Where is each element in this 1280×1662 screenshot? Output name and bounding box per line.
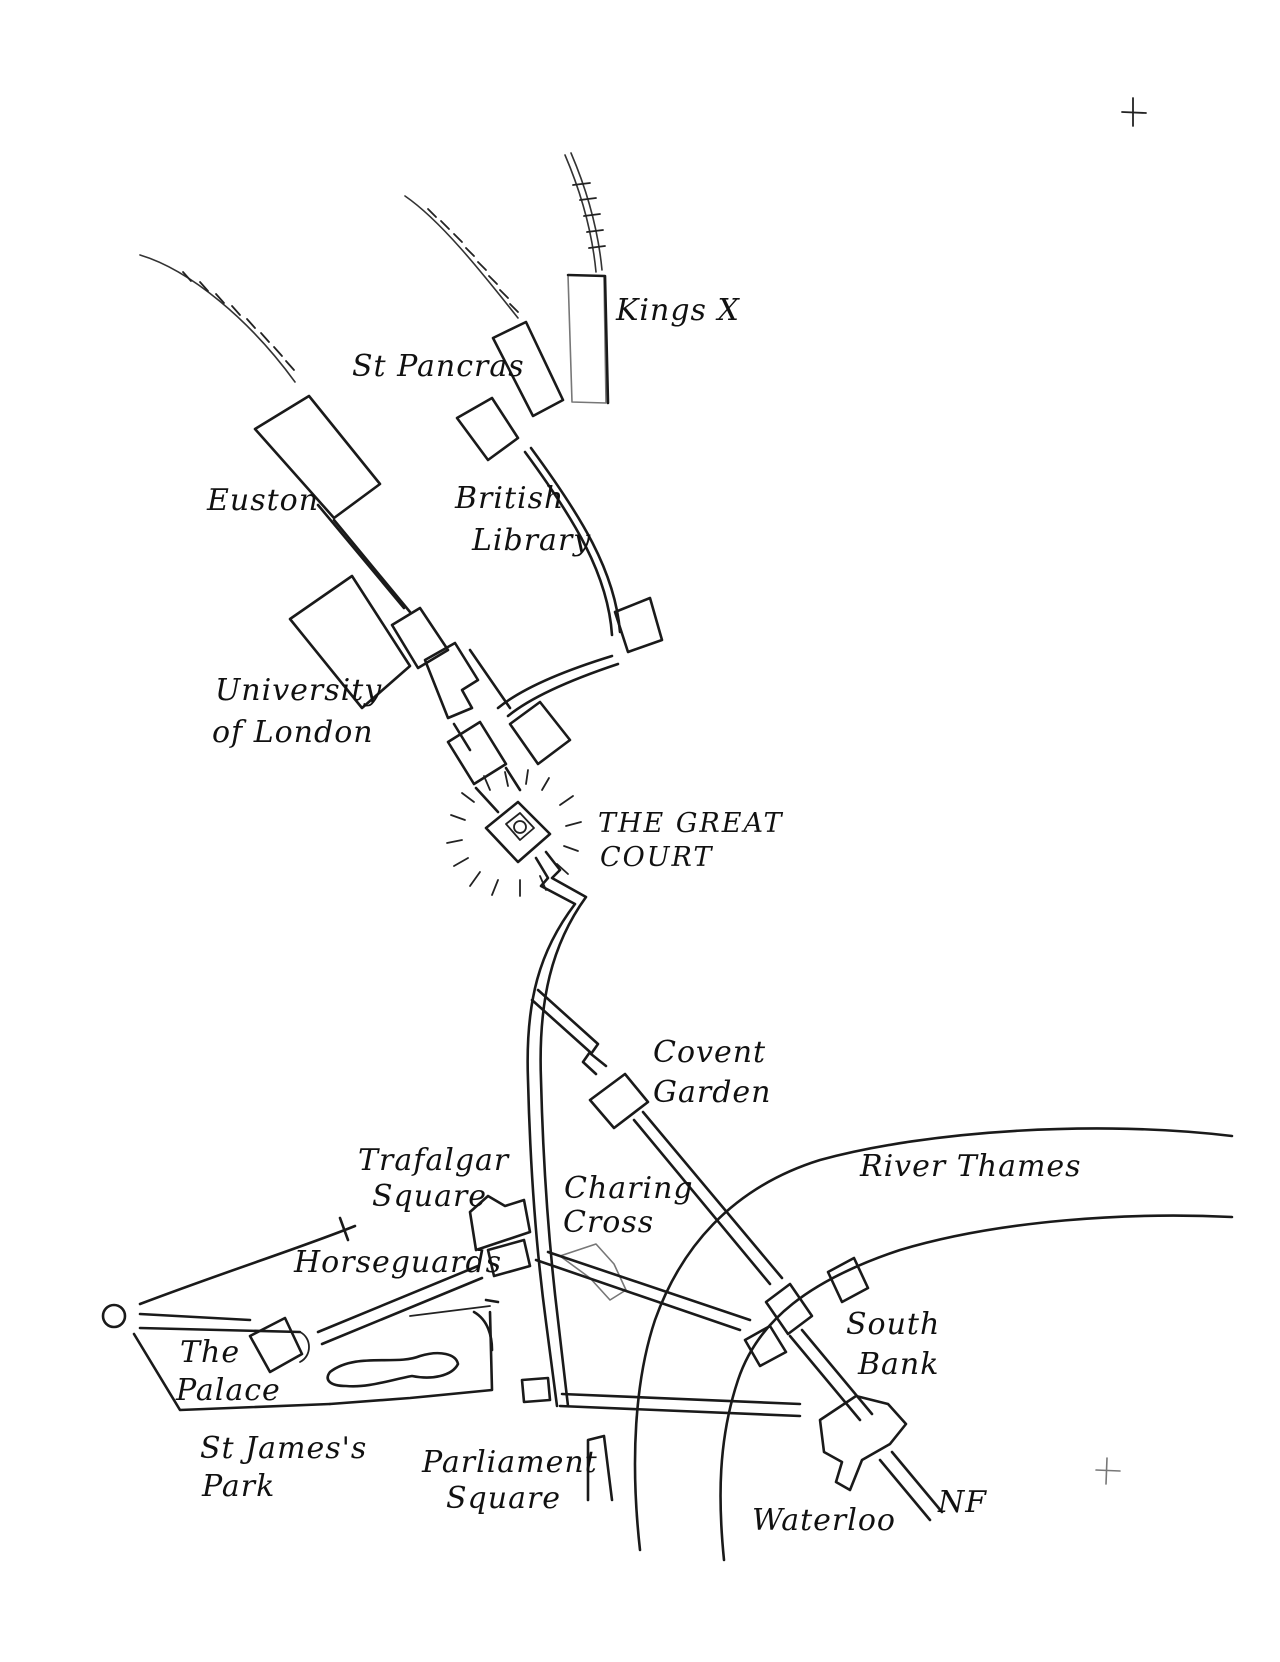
road-to-museum-2 (506, 662, 620, 718)
label-great-court-1: THE GREAT (598, 808, 783, 839)
museum-block-left (446, 720, 508, 786)
registration-mark-bottom (1095, 1457, 1121, 1485)
road-covent-garden-2 (536, 988, 608, 1068)
road-to-museum (496, 654, 614, 710)
university-block-main (288, 574, 412, 710)
label-covent-garden-2: Garden (653, 1075, 771, 1110)
road-kingsway (526, 856, 577, 1408)
label-st-james-1: St James's (200, 1431, 367, 1466)
railway-st-pancras (404, 195, 519, 319)
road-covent-garden (530, 998, 598, 1076)
road-euston (316, 503, 406, 610)
label-south-bank-1: South (846, 1307, 940, 1342)
university-block-2 (390, 606, 450, 670)
trafalgar-square-building (468, 1194, 532, 1252)
label-covent-garden-1: Covent (653, 1035, 766, 1070)
railway-waterloo-2 (890, 1450, 944, 1514)
charing-cross-rail-2 (546, 1250, 752, 1322)
museum-link (474, 766, 522, 814)
label-kings-x: Kings X (615, 293, 740, 328)
label-palace-1: The (180, 1335, 240, 1370)
label-palace-2: Palace (175, 1373, 281, 1408)
south-bank-building-2 (743, 1324, 788, 1368)
label-british-library-2: Library (471, 523, 591, 558)
signature: NF (937, 1485, 987, 1520)
south-bank-building-3 (826, 1256, 870, 1304)
label-british-library-1: British (454, 481, 564, 516)
road-british-library (523, 450, 614, 637)
british-library-annex (613, 596, 664, 654)
road-euston-2 (332, 518, 412, 614)
road-mall (138, 1224, 357, 1306)
waterloo-station (818, 1394, 908, 1492)
great-court-rays (446, 769, 582, 897)
university-block-4 (452, 648, 512, 752)
registration-mark-top (1121, 97, 1147, 127)
road-horseguards-2 (320, 1276, 484, 1346)
label-parliament-1: Parliament (421, 1445, 598, 1480)
parliament-buildings (586, 1434, 614, 1502)
road-horseguards (316, 1264, 480, 1334)
label-st-james-2: Park (201, 1469, 275, 1504)
british-library-building (455, 396, 520, 462)
label-euston: Euston (206, 483, 319, 518)
road-covent-to-southbank (632, 1118, 772, 1286)
st-james-park (101, 1303, 494, 1412)
charing-cross-rail-1 (534, 1258, 742, 1332)
label-st-pancras: St Pancras (352, 349, 525, 384)
st-pancras-building (491, 320, 565, 418)
covent-garden-building (588, 1072, 650, 1130)
road-mall-2 (338, 1216, 350, 1242)
label-trafalgar-2: Square (372, 1179, 487, 1214)
kings-cross-building-outline (566, 273, 610, 405)
label-university-2: of London (212, 715, 374, 750)
museum-block-right (508, 700, 572, 766)
university-block-3 (423, 641, 480, 720)
label-charing-cross-2: Cross (563, 1205, 654, 1240)
parliament-square-building (520, 1376, 552, 1404)
road-covent-to-southbank-2 (641, 1110, 784, 1280)
great-court (484, 800, 552, 864)
road-south-bank (788, 1334, 862, 1422)
road-south-bank-2 (800, 1328, 874, 1416)
road-westminster-bridge-2 (560, 1392, 802, 1406)
label-horseguards: Horseguards (293, 1245, 502, 1280)
river-thames-south-bank (719, 1214, 1234, 1562)
label-south-bank-2: Bank (857, 1347, 939, 1382)
railway-waterloo (878, 1458, 932, 1522)
label-trafalgar-1: Trafalgar (358, 1143, 510, 1178)
label-university-1: University (215, 673, 382, 708)
label-waterloo: Waterloo (752, 1503, 896, 1538)
label-parliament-2: Square (446, 1481, 561, 1516)
south-bank-building-1 (764, 1282, 814, 1336)
euston-building (253, 394, 382, 520)
railway-euston (139, 254, 296, 383)
label-charing-cross-1: Charing (564, 1171, 694, 1206)
horseguards-building (486, 1238, 532, 1278)
river-thames-north-bank (633, 1127, 1234, 1552)
road-westminster-bridge (558, 1404, 802, 1418)
kings-cross-building (567, 274, 607, 404)
label-river-thames: River Thames (859, 1149, 1082, 1184)
railway-kings-cross (564, 152, 606, 273)
label-great-court-2: COURT (600, 842, 713, 873)
